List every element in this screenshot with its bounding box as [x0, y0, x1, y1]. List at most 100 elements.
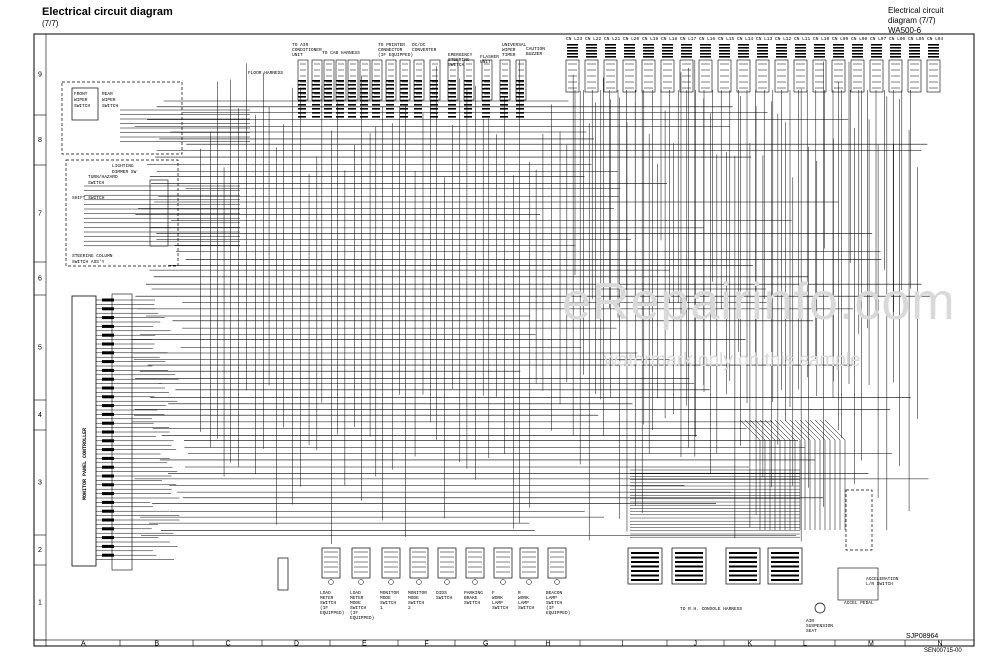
top-connector-label: CN L14	[737, 36, 754, 42]
bottom-switch-label: SWITCH	[492, 605, 509, 611]
pin-text	[500, 116, 508, 118]
pin-text	[482, 104, 490, 106]
rh-console-label: TO R.H. CONSOLE HARNESS	[680, 606, 742, 612]
pin-text	[662, 50, 673, 52]
bottom-switch-label: MONITOR	[380, 590, 399, 596]
pin-text	[586, 56, 597, 58]
pin-text	[430, 108, 438, 110]
bottom-switch-label: R	[518, 590, 521, 596]
bottom-switch-label: BRAKE	[464, 595, 478, 601]
pin-text	[482, 80, 490, 82]
bottom-switch-label: LOAD	[320, 590, 331, 596]
top-connector	[698, 59, 713, 93]
bottom-switch	[493, 547, 513, 579]
console-pin	[729, 552, 757, 554]
pin-text	[386, 96, 394, 98]
pin-text	[738, 47, 749, 49]
top-connector	[869, 59, 884, 93]
pin-label	[102, 351, 114, 355]
bottom-switch-label: BEACON	[546, 590, 563, 596]
console-pin	[771, 570, 799, 572]
pin-text	[386, 88, 394, 90]
bottom-switch	[437, 547, 457, 579]
pin-label	[102, 456, 114, 460]
bottom-switch-label: EQUIPPED)	[546, 610, 570, 616]
pin-text	[298, 104, 306, 106]
pin-text	[298, 116, 306, 118]
pin-text	[500, 108, 508, 110]
top-connector	[774, 59, 789, 93]
bottom-switch	[321, 547, 341, 579]
pin-text	[400, 88, 408, 90]
pin-text	[776, 44, 787, 46]
pin-text	[360, 112, 368, 114]
pin-text	[757, 56, 768, 58]
bottom-switch-label: 1	[380, 605, 383, 611]
top-connector-label: CN L23	[566, 36, 583, 42]
pin-text	[414, 88, 422, 90]
pin-text	[464, 80, 472, 82]
top-connector	[717, 59, 732, 93]
rear-wiper-text: REAR	[102, 91, 113, 97]
pin-text	[814, 53, 825, 55]
top-connector-label: CN L18	[661, 36, 678, 42]
column-label: K	[748, 641, 753, 648]
pin-text	[719, 50, 730, 52]
console-pin	[729, 556, 757, 559]
drawing-code: SJP08964	[906, 633, 939, 640]
top-connector	[907, 59, 922, 93]
pin-text	[567, 56, 578, 58]
bottom-switch-label: EQUIPPED)	[350, 615, 374, 621]
pin-label	[102, 360, 114, 364]
pin-text	[430, 88, 438, 90]
air-seat-text: SUSPENSION	[806, 623, 833, 629]
pin-text	[516, 116, 524, 118]
pin-text	[400, 84, 408, 86]
console-pin	[631, 565, 659, 568]
pin-label	[102, 448, 114, 452]
pin-text	[909, 44, 920, 46]
pin-text	[448, 108, 456, 110]
pin-text	[871, 56, 882, 58]
turn-hazard-text: SWITCH	[88, 180, 105, 186]
pin-text	[372, 96, 380, 98]
to-cab-text: TO CAB HARNESS	[322, 50, 360, 56]
emergency-text: EMERGENCY	[448, 52, 473, 58]
pin-text	[500, 112, 508, 114]
to-air-text: CONDITIONER	[292, 47, 322, 53]
console-pin	[771, 561, 799, 563]
pin-text	[360, 84, 368, 86]
pin-text	[324, 100, 332, 102]
page-code: SEN00715-00	[924, 648, 962, 654]
pin-text	[482, 84, 490, 86]
air-seat-motor	[814, 602, 826, 614]
wire-route	[794, 419, 816, 530]
pin-text	[448, 92, 456, 94]
pin-text	[386, 80, 394, 82]
pin-text	[298, 108, 306, 110]
pin-text	[386, 84, 394, 86]
pin-text	[681, 47, 692, 49]
pin-text	[386, 108, 394, 110]
pin-text	[430, 112, 438, 114]
pin-text	[500, 92, 508, 94]
pin-text	[348, 112, 356, 114]
pin-text	[852, 56, 863, 58]
top-connector	[679, 59, 694, 93]
pin-text	[448, 96, 456, 98]
pin-text	[372, 84, 380, 86]
pin-text	[336, 104, 344, 106]
pin-text	[482, 100, 490, 102]
console-pin	[675, 565, 703, 568]
steering-column-text: SWITCH ASS'Y	[72, 259, 105, 265]
pin-text	[890, 47, 901, 49]
pin-text	[448, 112, 456, 114]
bottom-switch-label: LAMP	[546, 595, 557, 601]
bottom-switch-label: SWITCH	[546, 600, 563, 606]
pin-label	[102, 474, 114, 478]
dimmer-text: LIGHTING	[112, 163, 134, 169]
pin-text	[795, 44, 806, 46]
top-connector	[831, 59, 846, 93]
caution-text: CAUTION	[526, 46, 545, 52]
